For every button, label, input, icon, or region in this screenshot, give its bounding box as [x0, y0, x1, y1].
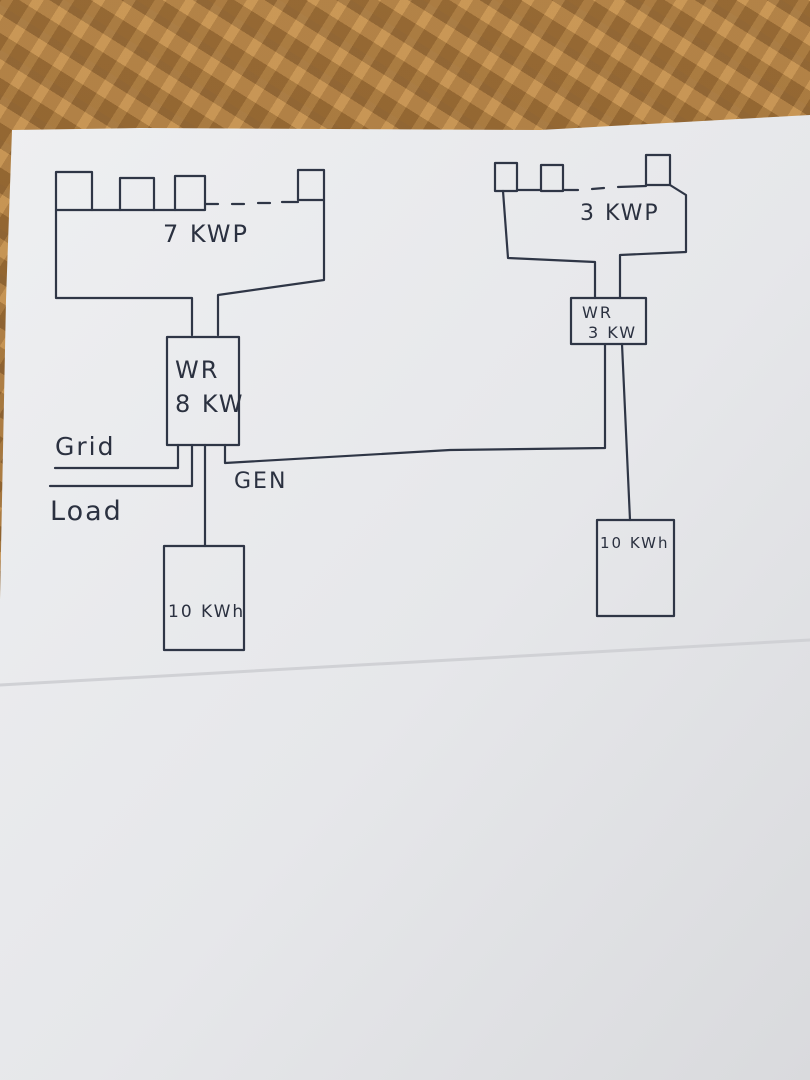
inverter-right-line1: WR — [582, 303, 613, 322]
pv-panel — [54, 170, 94, 212]
paper-surface — [0, 115, 810, 1080]
inverter-left-line1: WR — [175, 356, 219, 384]
battery-left: 10 KWh — [162, 443, 246, 652]
pv-array-7kwp: 7 KWP — [54, 168, 326, 337]
battery-right: 10 KWh — [595, 342, 676, 618]
grid-label: Grid — [55, 432, 115, 461]
inverter-right-line2: 3 KW — [588, 323, 637, 342]
array-right-label: 3 KWP — [580, 201, 660, 226]
gen-label: GEN — [234, 469, 287, 494]
inverter-8kw: WR 8 KW — [165, 335, 245, 447]
pv-panel — [539, 163, 565, 193]
pv-panel — [173, 174, 207, 212]
battery-left-label: 10 KWh — [168, 602, 245, 622]
pv-panel — [296, 168, 326, 202]
pv-array-3kwp: 3 KWP — [493, 153, 688, 300]
pv-panel — [493, 161, 519, 193]
gen-connection: GEN — [223, 343, 607, 494]
inverter-3kw: WR 3 KW — [569, 296, 648, 346]
inverter-left-line2: 8 KW — [175, 390, 245, 418]
pv-panel — [118, 176, 156, 212]
pv-panel — [644, 153, 672, 187]
array-left-label: 7 KWP — [163, 220, 249, 248]
battery-right-label: 10 KWh — [600, 534, 670, 552]
grid-load-connections: Grid Load — [48, 432, 194, 527]
paper-fold-line — [0, 638, 810, 687]
load-label: Load — [50, 496, 123, 527]
